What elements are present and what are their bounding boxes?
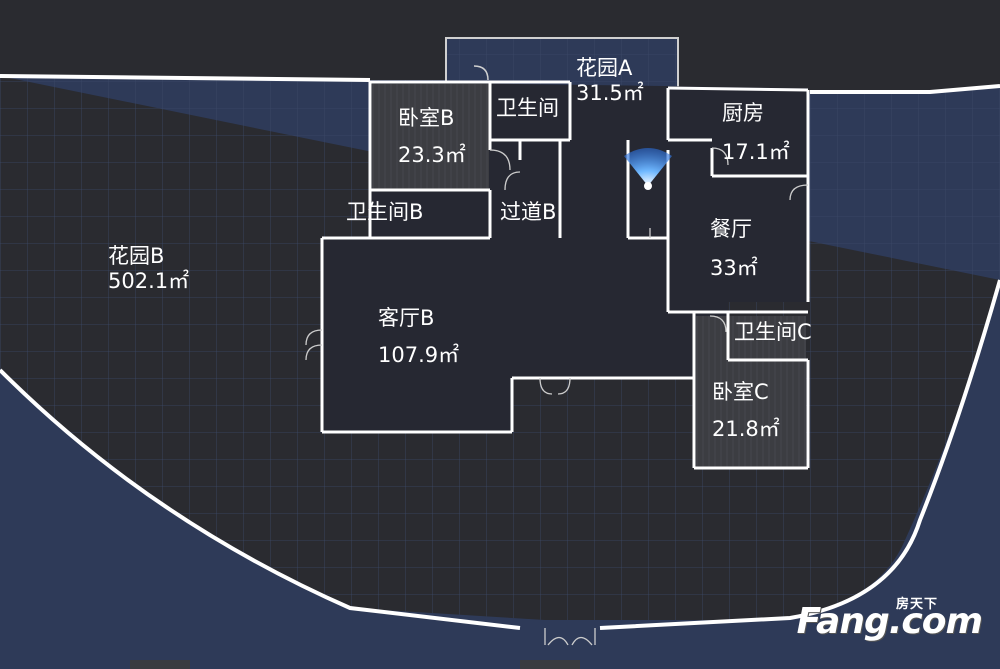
view-point-icon: [644, 182, 652, 190]
corridor-b-label: 过道B: [500, 200, 557, 224]
walls: [320, 80, 810, 470]
living-b-label: 客厅B 107.9㎡: [378, 306, 460, 367]
door-swings: [305, 147, 809, 646]
bedroom-c-label: 卧室C 21.8㎡: [712, 380, 780, 441]
bathroom-top-label: 卫生间: [496, 96, 559, 120]
logo-top-text: 房天下: [895, 597, 938, 612]
bathroom-b-label: 卫生间B: [346, 200, 424, 224]
view-cone-icon: [624, 148, 672, 186]
garden-a-label: 花园A 31.5㎡: [576, 56, 644, 106]
bedroom-b-label: 卧室B 23.3㎡: [398, 106, 466, 167]
garden-b-label: 花园B 502.1㎡: [108, 244, 190, 294]
logo-main-text: Fang.com: [796, 601, 983, 642]
fang-logo: 房天下 Fang.com: [797, 593, 983, 653]
garden-b-boundary: [0, 74, 1000, 630]
bathroom-c-label: 卫生间C: [734, 320, 812, 344]
bedroom-b-area: [372, 84, 489, 190]
kitchen-label: 厨房 17.1㎡: [722, 101, 790, 164]
dining-label: 餐厅 33㎡: [710, 217, 758, 280]
bedroom-c-area: [696, 316, 806, 468]
